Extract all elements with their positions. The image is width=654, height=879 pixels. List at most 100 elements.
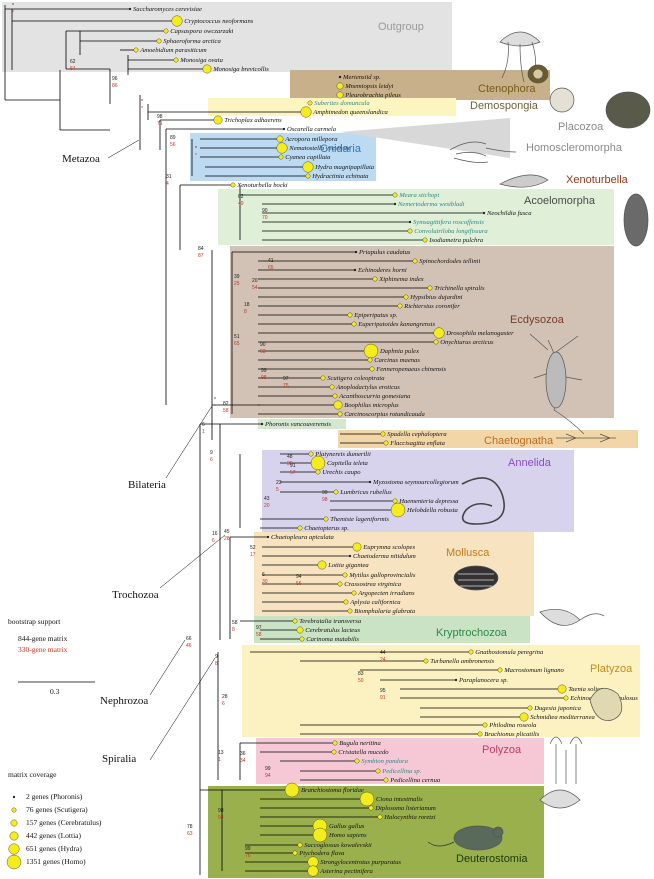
coverage-legend-dot [8, 843, 20, 855]
coverage-dot [347, 608, 353, 614]
coverage-dot [351, 321, 357, 327]
support-844: * [12, 3, 14, 9]
support-330: * [195, 153, 197, 159]
tree-branches [4, 5, 566, 875]
coverage-dot [433, 327, 445, 339]
support-330: 70 [262, 215, 268, 221]
taxon-label: Biomphalaria glabrata [354, 608, 416, 615]
taxon-label: Sphaeroforma arctica [163, 38, 221, 45]
support-330: 20 [264, 503, 270, 509]
support-330: 24 [380, 657, 386, 663]
taxon-label: Suberites domuncula [314, 100, 370, 107]
taxon-label: Brachionus plicatilis [484, 731, 540, 738]
support-330: 91 [380, 695, 386, 701]
support-330: 5 [276, 487, 279, 493]
phoronis-box [258, 419, 346, 429]
coverage-dot [422, 237, 428, 243]
taxon-label: Acropora millepora [284, 136, 338, 143]
coverage-dot [347, 312, 353, 318]
support-844: 94 [296, 574, 302, 580]
taxon-label: Urechis caupo [322, 469, 361, 476]
support-330: 56 [296, 581, 302, 587]
metazoa-pointer [107, 139, 140, 159]
support-844: * [214, 397, 216, 403]
coverage-dot [202, 64, 212, 74]
support-844: * [141, 99, 143, 105]
support-330: 98 [322, 497, 328, 503]
coverage-dot [383, 777, 389, 783]
outgroup-label: Outgroup [378, 21, 424, 33]
taxon-label: Pedicellina sp. [381, 768, 422, 775]
taxon-label: Hydractinia echinata [311, 173, 369, 180]
support-330: 50 [358, 678, 364, 684]
coverage-dot [351, 590, 357, 596]
taxon-label: Mnemiopsis leidyi [344, 83, 393, 90]
support-844: 9 [215, 654, 218, 660]
taxon-label: Onychiurus arcticus [440, 339, 494, 346]
taxon-label: Haementeria depressa [398, 498, 459, 505]
coverage-dot [427, 285, 433, 291]
taxon-label: Branchiostoma floridae [301, 787, 364, 794]
taxon-label: Nematostella vectensis [288, 145, 350, 152]
spiralia-pointer [149, 657, 216, 761]
coverage-dot [331, 749, 337, 755]
coverage-dot [332, 740, 338, 746]
mollusca-label: Mollusca [446, 547, 490, 559]
support-330: 46 [186, 643, 192, 649]
coverage-dot [292, 850, 298, 856]
support-330: 65 [234, 341, 240, 347]
taxon-label: Capitella teleta [327, 460, 369, 467]
flatworm-illustration [589, 687, 623, 721]
support-844: 6 [202, 422, 205, 428]
coverage-dot [276, 135, 284, 143]
support-844: 52 [250, 545, 256, 551]
support-330: 38 [287, 461, 293, 467]
support-844: * [195, 146, 197, 152]
taxon-label: Saccoglossus kowalevskii [304, 842, 372, 849]
support-844: 91 [290, 463, 296, 469]
coverage-dot [128, 7, 132, 11]
taxon-label: Meara stichopi [398, 192, 439, 199]
support-844: 98 [157, 114, 163, 120]
grey-fan-illustration [340, 118, 510, 158]
sponge-illustration [549, 87, 575, 113]
taxon-label: Crassostrea virginica [344, 581, 402, 588]
taxon-label: Daphnia pulex [379, 348, 419, 355]
coverage-dot [333, 489, 339, 495]
coverage-dot [477, 731, 483, 737]
chiton-illustration [453, 565, 499, 591]
support-330: 86 [112, 83, 118, 89]
coverage-dot [336, 91, 344, 99]
cnidaria-label: Cnidaria [320, 143, 362, 155]
coverage-dot [163, 28, 169, 34]
taxon-label: Helobdella robusta [406, 507, 459, 514]
coverage-dot [260, 422, 264, 426]
coverage-dot [266, 535, 270, 539]
nephrozoa-pointer [149, 639, 186, 696]
mouse-illustration [427, 825, 504, 851]
support-330: 57 [290, 470, 296, 476]
support-844: 23 [276, 480, 282, 486]
support-330: 6 [212, 538, 215, 544]
taxon-label: Symsagittifera roscoffensis [413, 219, 484, 226]
taxon-label: Spinochordodes tellinii [419, 258, 480, 265]
platyzoa-box [242, 645, 640, 737]
support-330: 65 [268, 265, 274, 271]
support-844: 9 [210, 450, 213, 456]
taxon-label: Fenneropenaeus chinensis [375, 366, 446, 373]
coverage-legend-label: 651 genes (Hydra) [26, 844, 82, 853]
coverage-legend-dot [10, 819, 18, 827]
coverage-dot [368, 805, 374, 811]
taxon-label: Halocynthia roretzi [383, 814, 436, 821]
placozoa-illustration [605, 91, 651, 129]
coverage-dot [133, 47, 139, 53]
acoelomorpha-box [218, 189, 614, 245]
scale-label: 0.3 [50, 687, 60, 696]
taxon-label: Amoebidium parasiticum [139, 47, 207, 54]
coverage-dot [353, 268, 357, 272]
taxon-label: Themiste lageniformis [330, 516, 389, 523]
metazoa-label: Metazoa [62, 153, 100, 165]
support-330: 54 [252, 285, 258, 291]
support-844: 90 [260, 342, 266, 348]
outgroup-box [2, 2, 452, 72]
